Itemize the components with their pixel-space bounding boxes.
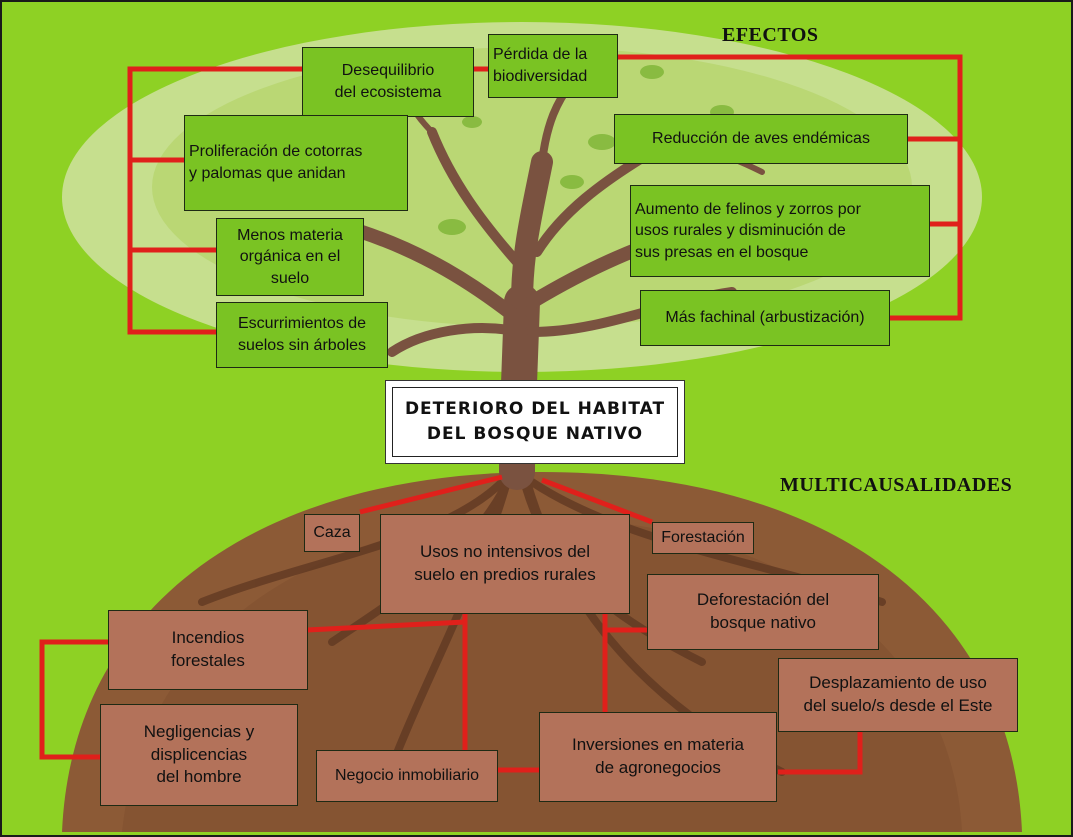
effects-heading: EFECTOS <box>722 24 819 46</box>
connector-forestacion <box>541 477 653 525</box>
effect-felinos: Aumento de felinos y zorros por usos rur… <box>630 185 930 277</box>
cause-negligencias: Negligencias y displicencias del hombre <box>100 704 298 806</box>
cause-forestacion: Forestación <box>652 522 754 554</box>
cause-incendios: Incendios forestales <box>108 610 308 690</box>
effect-proliferacion: Proliferación de cotorras y palomas que … <box>184 115 408 211</box>
cause-desplazamiento: Desplazamiento de uso del suelo/s desde … <box>778 658 1018 732</box>
connectors <box>39 54 963 775</box>
connector-incendios-usos <box>306 619 466 633</box>
effect-escurrimientos: Escurrimientos de suelos sin árboles <box>216 302 388 368</box>
connector-caza <box>359 474 503 515</box>
effect-perdida: Pérdida de la biodiversidad <box>488 34 618 98</box>
cause-usos: Usos no intensivos del suelo en predios … <box>380 514 630 614</box>
cause-deforestacion: Deforestación del bosque nativo <box>647 574 879 650</box>
central-problem-box: DETERIORO DEL HABITAT DEL BOSQUE NATIVO <box>385 380 685 464</box>
central-problem-title: DETERIORO DEL HABITAT DEL BOSQUE NATIVO <box>392 387 678 457</box>
connector-right-bracket <box>616 54 963 321</box>
effect-desequilibrio: Desequilibrio del ecosistema <box>302 47 474 117</box>
cause-negocio: Negocio inmobiliario <box>316 750 498 802</box>
causes-heading: MULTICAUSALIDADES <box>780 474 1013 496</box>
effect-fachinal: Más fachinal (arbustización) <box>640 290 890 346</box>
cause-caza: Caza <box>304 514 360 552</box>
effect-materia: Menos materia orgánica en el suelo <box>216 218 364 296</box>
cause-inversiones: Inversiones en materia de agronegocios <box>539 712 777 802</box>
connector-left-bracket <box>127 66 302 335</box>
connector-incendios-negligencias <box>39 639 108 760</box>
connector-desplazamiento <box>778 732 863 775</box>
effect-aves: Reducción de aves endémicas <box>614 114 908 164</box>
